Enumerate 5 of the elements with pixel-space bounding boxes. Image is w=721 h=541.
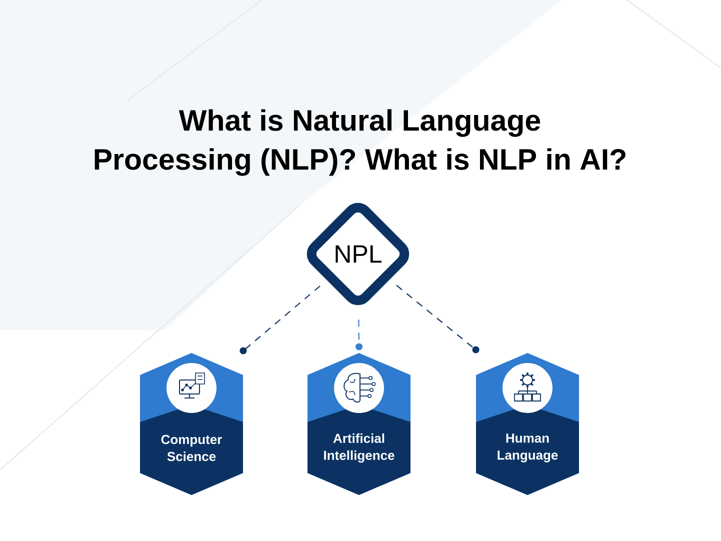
dashed-connector	[396, 284, 480, 354]
title: What is Natural Language Processing (NLP)? What is NLP in AI?	[94, 109, 626, 176]
dashed-connector	[356, 320, 362, 350]
diamond-box: NPL	[306, 202, 410, 306]
dashed-connector	[240, 286, 320, 354]
